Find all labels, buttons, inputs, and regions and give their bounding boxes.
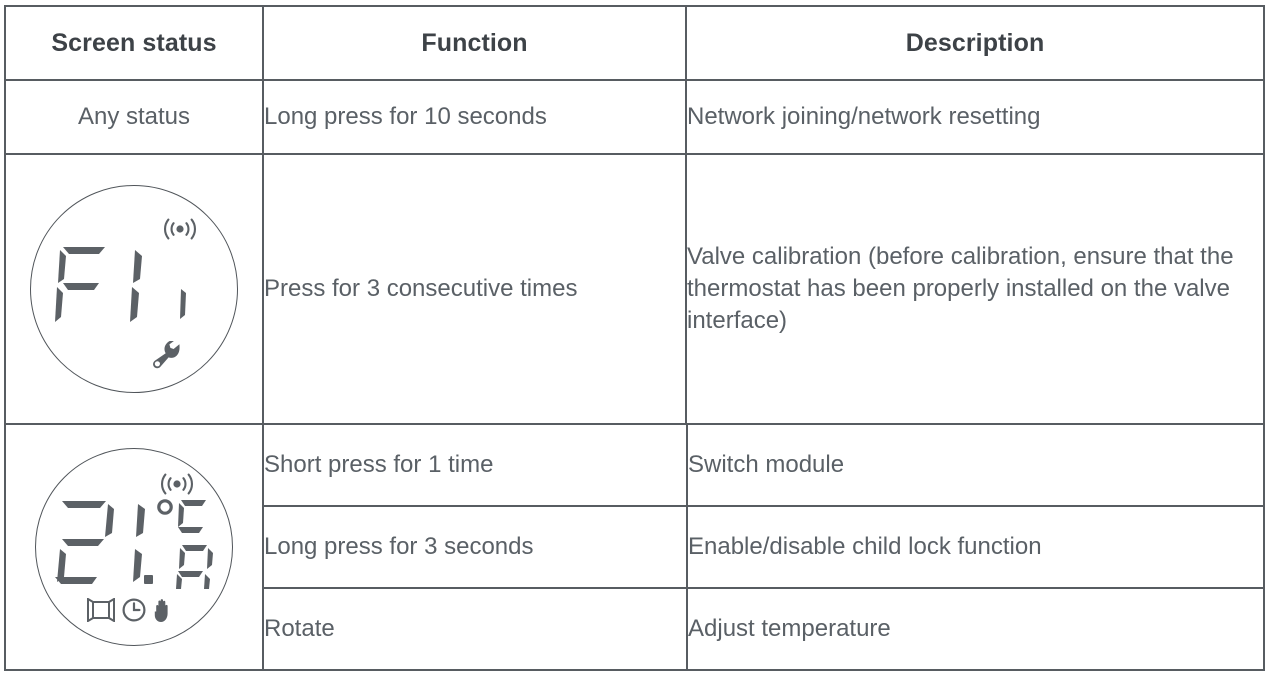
lcd-status-icon-row <box>86 597 177 623</box>
device-graphic-wrapper <box>6 185 262 393</box>
lcd-display-temperature <box>35 448 233 646</box>
cell-description: Enable/disable child lock function <box>686 505 1265 589</box>
cell-function: Press for 3 consecutive times <box>262 153 687 425</box>
cell-description: Adjust temperature <box>686 587 1265 669</box>
table-row: Press for 3 consecutive times Valve cali… <box>4 153 1265 425</box>
cell-description: Switch module <box>686 425 1265 507</box>
cell-function: Rotate <box>264 587 688 669</box>
cell-function: Long press for 3 seconds <box>264 505 688 589</box>
cell-description: Network joining/network resetting <box>685 79 1265 155</box>
subtable-functions: Short press for 1 time Switch module Lon… <box>264 425 1265 669</box>
table-row: Rotate Adjust temperature <box>264 587 1265 669</box>
cell-subtable-wrapper: Short press for 1 time Switch module Lon… <box>262 423 1265 671</box>
table-row: Short press for 1 time Switch module Lon… <box>4 423 1265 671</box>
clock-icon <box>121 597 147 623</box>
cell-description: Valve calibration (before calibration, e… <box>685 153 1265 425</box>
wireless-signal-icon <box>156 471 198 497</box>
wireless-signal-icon <box>159 216 201 242</box>
cell-function: Long press for 10 seconds <box>262 79 687 155</box>
open-window-icon <box>86 598 116 622</box>
wrench-icon <box>151 341 185 371</box>
column-header-description: Description <box>685 5 1265 81</box>
column-header-screen-status: Screen status <box>4 5 264 81</box>
table-row: Long press for 3 seconds Enable/disable … <box>264 505 1265 589</box>
cell-screen-status-device-temperature <box>4 423 264 671</box>
column-header-function: Function <box>262 5 687 81</box>
segment-digits-temperature <box>55 499 213 589</box>
lcd-segment-readout-f1 <box>31 243 237 327</box>
segment-digits-f1 <box>55 247 186 322</box>
cell-screen-status-device-f1 <box>4 153 264 425</box>
thermostat-function-table: Screen status Function Description Any s… <box>4 5 1265 671</box>
cell-function: Short press for 1 time <box>264 425 688 507</box>
table-row: Short press for 1 time Switch module <box>264 425 1265 507</box>
cell-screen-status: Any status <box>4 79 264 155</box>
lcd-display-f1 <box>30 185 238 393</box>
table-row: Any status Long press for 10 seconds Net… <box>4 79 1265 155</box>
device-graphic-wrapper <box>6 448 262 646</box>
lcd-segment-readout-temperature <box>36 497 232 589</box>
table-header-row: Screen status Function Description <box>4 5 1265 81</box>
hand-manual-icon <box>152 597 177 623</box>
